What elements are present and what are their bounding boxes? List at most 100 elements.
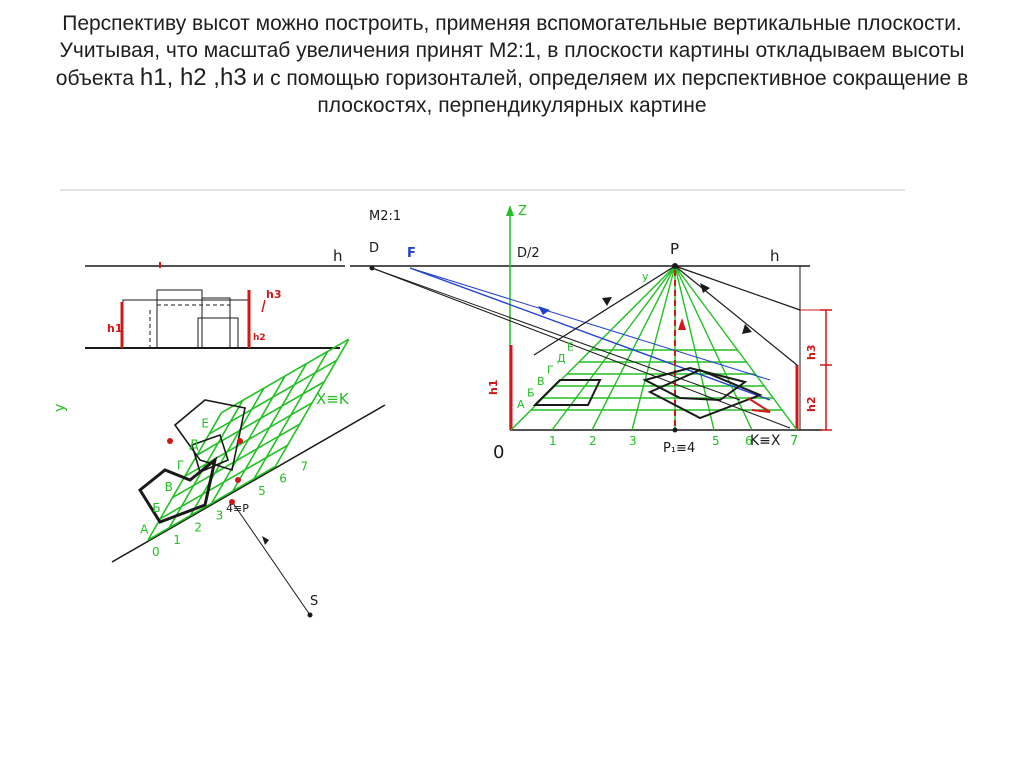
- picture-plane-trace: [111, 404, 386, 563]
- label-seven: 7: [790, 434, 798, 449]
- plan-letter: Е: [201, 416, 209, 430]
- plan-grid-line: [184, 402, 313, 478]
- p1-dot: [672, 427, 678, 433]
- vanishing-ray: [631, 265, 676, 431]
- vanishing-rays: [510, 265, 798, 431]
- ray-to-h3: [674, 265, 801, 311]
- vanishing-ray: [591, 265, 676, 431]
- plan-number: 1: [173, 533, 181, 547]
- ruler-number: 2: [589, 434, 597, 448]
- persp-letter: Е: [567, 341, 574, 354]
- plan-contour-inner: [191, 433, 229, 474]
- perspective-view: [350, 205, 832, 433]
- building-tower: [156, 289, 203, 349]
- red-arrow-icon: [678, 318, 686, 330]
- ray-arrow-icon: [262, 536, 269, 545]
- plan-letter: Г: [177, 459, 184, 473]
- plan-number: 3: [216, 508, 224, 522]
- label-p1-point: P₁≡4: [663, 441, 695, 456]
- plan-view: [111, 338, 386, 618]
- plan-contour-upper: [173, 399, 246, 472]
- ray-to-h1: [533, 265, 676, 356]
- p-point-dot: [229, 499, 235, 505]
- plan-grid-line: [208, 359, 337, 435]
- distance-line-f2: [409, 267, 771, 381]
- vanishing-ray: [674, 265, 715, 431]
- arrow-h2-icon: [742, 324, 752, 334]
- persp-letter: А: [517, 398, 525, 411]
- plan-letter: Б: [152, 501, 160, 515]
- caption-heights: h1, h2 ,h3: [139, 64, 247, 91]
- front-view: [85, 262, 345, 349]
- caption-text-2: и с помощью горизонталей, определяем их …: [246, 67, 969, 117]
- arrow-left-icon: [602, 297, 612, 306]
- label-h3-left: h3: [266, 288, 282, 301]
- label-p-point: 4≡P: [226, 502, 249, 515]
- s-point-dot: [307, 612, 313, 618]
- label-y-plan: y: [52, 404, 68, 412]
- label-h3-right: h3: [805, 345, 818, 361]
- distance-line-f: [409, 267, 771, 401]
- plan-grid-line: [147, 465, 276, 541]
- persp-letter: Д: [557, 352, 566, 365]
- plan-number: 7: [301, 459, 309, 473]
- building-base: [122, 299, 251, 349]
- persp-letter: В: [537, 375, 545, 388]
- label-h1-right: h1: [487, 380, 500, 396]
- d-point-dot: [369, 265, 375, 271]
- caption-text-1: Перспективу высот можно построить, приме…: [55, 12, 965, 90]
- label-h1-left: h1: [107, 322, 123, 335]
- depth-horizontals: [531, 349, 783, 411]
- vanishing-ray: [674, 265, 798, 431]
- building-annex: [197, 317, 239, 349]
- label-z-axis: Z: [518, 204, 527, 219]
- label-origin: 0: [493, 442, 504, 463]
- label-h2-right: h2: [805, 397, 818, 413]
- plan-letter: Д: [189, 438, 198, 452]
- label-s-point: S: [310, 594, 318, 609]
- persp-contour-right: [642, 366, 748, 402]
- plan-number: 2: [194, 521, 202, 535]
- label-d-half: D/2: [517, 246, 540, 261]
- vanishing-ray: [551, 265, 676, 431]
- blue-arrow-icon: [538, 306, 550, 315]
- label-h-right: h: [770, 247, 780, 265]
- plan-number: 0: [152, 545, 160, 559]
- ruler-number: 1: [549, 434, 557, 448]
- vanishing-ray: [674, 265, 753, 431]
- persp-contour-back: [647, 368, 763, 420]
- ruler-number: 5: [712, 434, 720, 448]
- label-f-point: F: [407, 246, 416, 261]
- plan-dot-2: [237, 438, 243, 444]
- persp-contour-left: [532, 379, 602, 406]
- plan-number: 5: [258, 484, 266, 498]
- distance-line-d2: [371, 267, 741, 401]
- label-x-axis: X≡K: [316, 390, 350, 408]
- plan-grid-line: [221, 338, 350, 414]
- view-ray: [232, 502, 311, 616]
- z-axis-arrow-icon: [506, 205, 514, 216]
- label-h-left: h: [333, 247, 343, 265]
- plan-number: 6: [279, 472, 287, 486]
- plan-grid-line: [172, 423, 301, 499]
- distance-line-d: [371, 267, 791, 429]
- p-main-dot: [672, 263, 678, 269]
- label-y-persp: y: [642, 270, 649, 283]
- persp-red-mark: [747, 397, 771, 413]
- ruler-number: 6: [745, 434, 753, 448]
- h3-leader: [261, 299, 266, 313]
- plan-grid-line: [196, 380, 325, 456]
- persp-letter: Б: [527, 387, 535, 400]
- label-d-point: D: [369, 241, 379, 256]
- plan-dot-3: [235, 477, 241, 483]
- plan-letter: A: [140, 522, 149, 536]
- label-scale: М2:1: [369, 209, 401, 224]
- slide-caption: Перспективу высот можно построить, приме…: [40, 10, 984, 119]
- plan-contour-main: [138, 456, 218, 524]
- label-kx-point: K≡X: [750, 433, 781, 449]
- plan-letter: В: [165, 480, 173, 494]
